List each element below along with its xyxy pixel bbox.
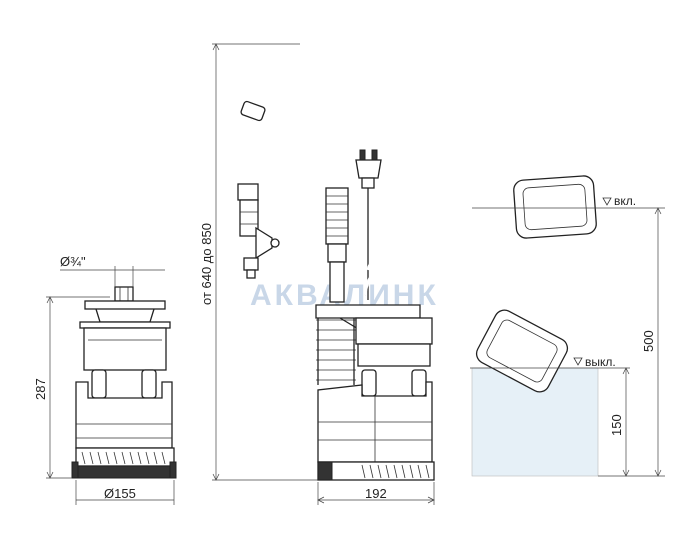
- dim-on-level: [598, 207, 665, 477]
- dim-height-pump: [46, 296, 110, 479]
- outlet-diameter-label: Ø¾": [60, 254, 86, 269]
- height-range-label: от 640 до 850: [199, 223, 214, 305]
- on-level-label: 500: [641, 330, 656, 352]
- base-diameter-label: Ø155: [104, 486, 136, 501]
- width-label: 192: [365, 486, 387, 501]
- float-on-marker: [472, 197, 665, 209]
- pump-side-view: [71, 286, 177, 479]
- dim-width: [317, 482, 435, 505]
- dim-base-diameter: [75, 480, 175, 505]
- float-off-marker: [470, 357, 630, 369]
- dim-outlet: [60, 266, 165, 287]
- off-level-label: 150: [609, 414, 624, 436]
- pump-height-label: 287: [33, 378, 48, 400]
- pump-front-view: [212, 43, 597, 481]
- float-off-label: выкл.: [585, 355, 616, 369]
- float-on-label: вкл.: [614, 194, 636, 208]
- dim-off-level: [622, 367, 630, 477]
